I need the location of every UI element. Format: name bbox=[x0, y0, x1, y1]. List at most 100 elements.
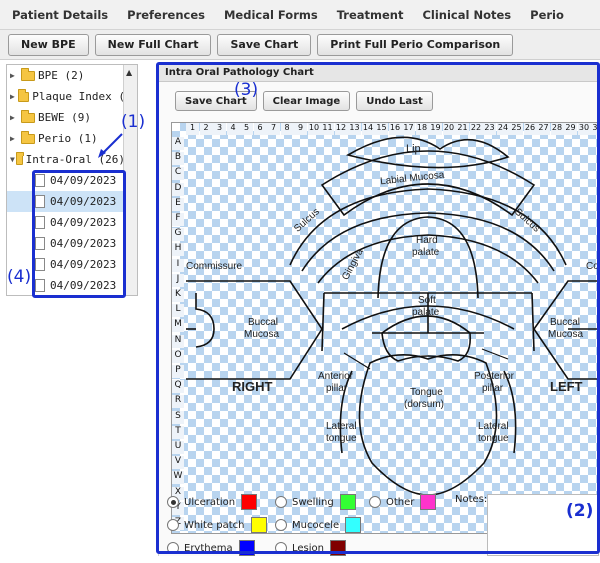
expand-arrow-icon[interactable]: ▶ bbox=[10, 113, 15, 122]
tree-entry[interactable]: 04/09/2023 bbox=[7, 233, 125, 254]
label-lateral-tongue-left: tongue bbox=[326, 433, 357, 444]
folder-icon bbox=[21, 67, 35, 81]
label-anterior: Anterior bbox=[318, 371, 354, 382]
label-lateral-right: Lateral bbox=[478, 421, 509, 432]
grid-row-header: P bbox=[172, 365, 184, 378]
save-chart-button[interactable]: Save Chart bbox=[217, 33, 312, 56]
lesion-radio[interactable] bbox=[275, 542, 287, 554]
erythema-color-swatch[interactable] bbox=[238, 540, 255, 556]
label-lip: Lip bbox=[406, 143, 421, 155]
grid-row-header: U bbox=[172, 441, 184, 454]
grid-row-header: F bbox=[172, 213, 184, 226]
legend-white-patch[interactable]: White patch bbox=[167, 517, 267, 533]
legend-swelling[interactable]: Swelling bbox=[275, 494, 356, 510]
grid-column-header: 12 bbox=[334, 123, 348, 135]
document-icon bbox=[35, 279, 45, 292]
grid-column-header: 13 bbox=[348, 123, 361, 135]
scroll-up-icon[interactable]: ▲ bbox=[126, 68, 133, 77]
other-color-swatch[interactable] bbox=[420, 494, 437, 510]
tree-folder-plaque-index[interactable]: ▶Plaque Index ( bbox=[10, 88, 125, 103]
chart-save-button[interactable]: Save Chart bbox=[175, 91, 257, 111]
notes-textarea[interactable] bbox=[487, 494, 599, 556]
nav-patient-details[interactable]: Patient Details bbox=[12, 7, 109, 22]
grid-column-header: 15 bbox=[375, 123, 388, 135]
label-left: LEFT bbox=[550, 379, 583, 394]
new-bpe-button[interactable]: New BPE bbox=[8, 33, 89, 56]
label-commissure: Commissure bbox=[186, 261, 243, 272]
other-radio[interactable] bbox=[369, 496, 381, 508]
tree-folder-bewe[interactable]: ▶BEWE (9) bbox=[10, 109, 91, 124]
label-mucosa-left: Mucosa bbox=[244, 329, 280, 340]
tree-entry[interactable]: 04/09/2023 bbox=[7, 275, 125, 295]
grid-column-header: 29 bbox=[564, 123, 577, 135]
grid-row-header: H bbox=[172, 243, 184, 257]
grid-row-header: E bbox=[172, 197, 184, 211]
tree-entry[interactable]: 04/09/2023 bbox=[7, 254, 125, 275]
legend-lesion[interactable]: Lesion bbox=[275, 540, 346, 556]
document-icon bbox=[35, 174, 45, 187]
label-hard: Hard bbox=[416, 235, 438, 246]
expand-arrow-icon[interactable]: ▶ bbox=[10, 134, 15, 143]
chart-tree[interactable]: ▶BPE (2) ▶Plaque Index ( ▶BEWE (9) ▶Peri… bbox=[6, 64, 138, 296]
grid-column-header: 31 bbox=[591, 123, 600, 135]
expand-arrow-icon[interactable]: ▶ bbox=[10, 71, 15, 80]
label-right: RIGHT bbox=[232, 379, 273, 394]
label-soft: Soft bbox=[418, 295, 436, 306]
label-lateral-tongue-right: tongue bbox=[478, 433, 509, 444]
grid-column-header: 8 bbox=[280, 123, 294, 135]
ulceration-color-swatch[interactable] bbox=[241, 494, 258, 510]
annotation-3: (3) bbox=[234, 80, 259, 100]
lesion-color-swatch[interactable] bbox=[330, 540, 346, 556]
tree-entry[interactable]: 04/09/2023 bbox=[7, 170, 125, 191]
pathology-chart-panel: Intra Oral Pathology Chart Save Chart Cl… bbox=[158, 64, 600, 556]
grid-row-header: D bbox=[172, 182, 184, 196]
white-patch-radio[interactable] bbox=[167, 519, 179, 531]
grid-row-header: O bbox=[172, 349, 184, 363]
mucocele-color-swatch[interactable] bbox=[345, 517, 362, 533]
tree-entry[interactable]: 04/09/2023 bbox=[7, 212, 125, 233]
legend-erythema[interactable]: Erythema bbox=[167, 540, 255, 556]
grid-row-header: T bbox=[172, 425, 184, 439]
top-nav: Patient Details Preferences Medical Form… bbox=[0, 0, 600, 30]
main-toolbar: New BPE New Full Chart Save Chart Print … bbox=[0, 30, 600, 60]
tree-folder-bpe[interactable]: ▶BPE (2) bbox=[10, 67, 85, 82]
legend-ulceration[interactable]: Ulceration bbox=[167, 494, 258, 510]
grid-column-header: 30 bbox=[577, 123, 591, 135]
swelling-radio[interactable] bbox=[275, 496, 287, 508]
expand-arrow-icon[interactable]: ▶ bbox=[10, 92, 15, 101]
tree-entry-selected[interactable]: 04/09/2023 bbox=[7, 191, 125, 212]
grid-column-header: 2 bbox=[199, 123, 213, 135]
grid-column-header: 28 bbox=[550, 123, 564, 135]
grid-column-header: 10 bbox=[307, 123, 321, 135]
nav-perio[interactable]: Perio bbox=[530, 7, 564, 22]
new-full-chart-button[interactable]: New Full Chart bbox=[94, 33, 212, 56]
document-icon bbox=[35, 258, 45, 271]
clear-image-button[interactable]: Clear Image bbox=[262, 91, 351, 111]
nav-medical-forms[interactable]: Medical Forms bbox=[223, 7, 318, 22]
mucocele-radio[interactable] bbox=[275, 519, 287, 531]
grid-column-header: 21 bbox=[456, 123, 469, 135]
ulceration-radio[interactable] bbox=[167, 496, 179, 508]
label-tongue-dorsum: (dorsum) bbox=[404, 399, 445, 410]
grid-row-header: N bbox=[172, 334, 184, 348]
tree-folder-perio[interactable]: ▶Perio (1) bbox=[10, 130, 98, 145]
legend-other[interactable]: Other bbox=[369, 494, 437, 510]
undo-last-button[interactable]: Undo Last bbox=[356, 91, 433, 111]
nav-treatment[interactable]: Treatment bbox=[336, 7, 404, 22]
grid-row-header: S bbox=[172, 410, 184, 424]
erythema-radio[interactable] bbox=[167, 542, 179, 554]
white-patch-color-swatch[interactable] bbox=[250, 517, 267, 533]
nav-preferences[interactable]: Preferences bbox=[127, 7, 205, 22]
label-buccal-left: Buccal bbox=[248, 317, 279, 328]
print-perio-comparison-button[interactable]: Print Full Perio Comparison bbox=[317, 33, 514, 56]
grid-column-header: 23 bbox=[483, 123, 496, 135]
grid-column-header: 19 bbox=[429, 123, 442, 135]
nav-clinical-notes[interactable]: Clinical Notes bbox=[422, 7, 512, 22]
grid-column-header: 17 bbox=[402, 123, 415, 135]
swelling-color-swatch[interactable] bbox=[339, 494, 356, 510]
collapse-arrow-icon[interactable]: ▼ bbox=[10, 155, 15, 164]
legend-mucocele[interactable]: Mucocele bbox=[275, 517, 362, 533]
grid-column-header: 9 bbox=[294, 123, 307, 135]
